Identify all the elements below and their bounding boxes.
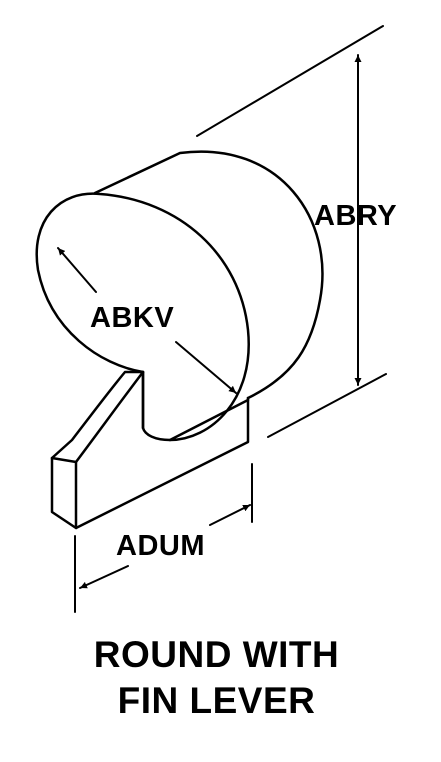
caption-line-2: FIN LEVER (117, 680, 316, 721)
base-bar (74, 396, 250, 530)
abry-extension-top (196, 25, 384, 137)
abkv-arrow-upper (57, 247, 97, 293)
adum-arrow-left (79, 565, 129, 589)
fin-lever-front (50, 456, 78, 530)
abry-label: ABRY (314, 200, 398, 232)
abry-extension-bottom (267, 373, 387, 438)
abkv-arrow-lower (175, 341, 237, 394)
disc-back-outline (93, 150, 324, 400)
adum-arrow-right (209, 504, 251, 526)
base-bar-top (168, 398, 250, 442)
adum-label: ADUM (116, 530, 205, 562)
fin-lever-top (50, 370, 145, 460)
abkv-label: ABKV (90, 302, 175, 334)
caption-line-1: ROUND WITH (93, 634, 340, 675)
fin-lever-curve (74, 370, 145, 464)
